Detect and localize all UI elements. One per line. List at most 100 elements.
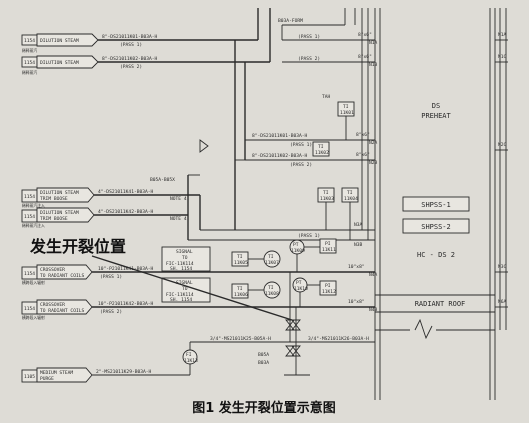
svg-text:11K13: 11K13: [184, 358, 198, 364]
note-4-b: NOTE 4: [170, 216, 187, 222]
svg-text:N6A: N6A: [498, 299, 507, 305]
line-label-10: 10"-P21011K42-B03A-H: [98, 301, 154, 307]
notes: NOTE 4 NOTE 4 TAH: [170, 94, 331, 222]
line-pass-1: (PASS 1): [298, 233, 320, 239]
svg-text:TI: TI: [237, 286, 243, 292]
svg-text:TI: TI: [237, 254, 243, 260]
note-4-a: NOTE 4: [170, 196, 187, 202]
svg-text:N3B: N3B: [354, 242, 363, 248]
svg-text:SIGNAL: SIGNAL: [176, 249, 193, 255]
cjk-note-4: 稀释蒸汽注入: [22, 223, 45, 228]
svg-text:N4B: N4B: [369, 307, 378, 313]
line-label-7: 4"-DS21011K41-B03A-H: [98, 189, 154, 195]
svg-text:11K05: 11K05: [234, 260, 248, 266]
furnace-walls: [374, 8, 496, 400]
svg-text:11K04: 11K04: [344, 196, 358, 202]
svg-text:TI: TI: [268, 254, 274, 260]
svg-text:TI: TI: [343, 104, 349, 110]
svg-text:N3A: N3A: [354, 222, 363, 228]
svg-text:11K09: 11K09: [291, 248, 305, 254]
line-top-tag: B03A-FORM: [278, 18, 303, 24]
svg-text:FIC-11K114: FIC-11K114: [166, 261, 194, 267]
inlet-crossover-2-b: TO RADIANT COILS: [40, 308, 84, 314]
svg-text:N2C: N2C: [498, 142, 507, 148]
svg-text:PT: PT: [296, 280, 302, 286]
inlet-tags: 1154 DILUTION STEAM 稀释蒸汽 1154 DILUTION S…: [21, 33, 99, 383]
svg-text:11K08: 11K08: [265, 291, 279, 297]
instruments: TI 11K01 TI 11K02 TI 11K03 TI 11K04 TI 1…: [182, 101, 359, 365]
svg-text:TI: TI: [323, 190, 329, 196]
line-b03a: B03A: [258, 360, 269, 366]
line-label-1-pass: (PASS 1): [120, 42, 142, 48]
line-label-5-pass: (PASS 1): [290, 142, 312, 148]
process-lines: [92, 8, 508, 376]
svg-text:TO: TO: [182, 255, 188, 261]
inlet-trim-2-b: TRIM BOOSE: [40, 216, 68, 222]
line-label-12: 3/4"-MS21011K26-B03A-H: [308, 336, 369, 342]
inlet-medium-a: MEDIUM STEAM: [40, 370, 73, 376]
inlet-crossover-2-a: CROSSOVER: [40, 302, 65, 308]
zone-preheat-label: PREHEAT: [421, 112, 451, 120]
svg-text:N3C: N3C: [498, 264, 507, 270]
line-label-9: 10"-P21011K41-B03A-H: [98, 266, 154, 272]
svg-text:FIC-11K114: FIC-11K114: [166, 292, 194, 298]
inlet-trim-2-a: DILUTION STEAM: [40, 210, 79, 216]
line-label-13: 2"-MS21011K29-B03A-H: [96, 369, 152, 375]
crack-location-label: 发生开裂位置: [29, 237, 126, 256]
line-b05a-2: B05A: [258, 352, 269, 358]
line-label-1: 8"-DS21011K01-B03A-H: [102, 34, 158, 40]
svg-text:8"x6": 8"x6": [358, 32, 372, 38]
cjk-note-5: 横跨段入辐射: [22, 280, 45, 285]
tah-label: TAH: [322, 94, 331, 100]
cjk-note-2: 稀释蒸汽: [22, 70, 37, 75]
line-label-9-pass: (PASS 1): [100, 274, 122, 280]
shpss2-label: SHPSS-2: [421, 223, 451, 231]
svg-text:FI: FI: [186, 352, 192, 358]
shpss1-box: [402, 196, 470, 212]
svg-text:11K11: 11K11: [322, 247, 336, 253]
line-label-6-pass: (PASS 2): [290, 162, 312, 168]
cjk-note-6: 横跨段入辐射: [22, 315, 45, 320]
line-label-5: 8"-DS21011K01-B03A-H: [252, 133, 308, 139]
inlet-crossover-1-b: TO RADIANT COILS: [40, 273, 84, 279]
line-label-2-pass: (PASS 2): [120, 64, 142, 70]
svg-text:PI: PI: [325, 241, 331, 247]
svg-text:SIGNAL: SIGNAL: [176, 280, 193, 286]
svg-text:8"x6": 8"x6": [356, 132, 370, 138]
svg-text:11K06: 11K06: [234, 292, 248, 298]
inlet-dilution-1: DILUTION STEAM: [40, 38, 79, 44]
radiant-roof-label: RADIANT ROOF: [415, 300, 466, 308]
svg-text:8"x6": 8"x6": [356, 152, 370, 158]
line-labels: 8"-DS21011K01-B03A-H (PASS 1) 8"-DS21011…: [96, 18, 369, 375]
inlet-trim-1-a: DILUTION STEAM: [40, 190, 79, 196]
svg-text:8"x6": 8"x6": [358, 54, 372, 60]
shpss1-label: SHPSS-1: [421, 201, 451, 209]
figure-caption: 图1 发生开裂位置示意图: [192, 400, 336, 416]
svg-text:N1A: N1A: [498, 32, 507, 38]
svg-text:N1B: N1B: [369, 62, 378, 68]
svg-text:TI: TI: [347, 190, 353, 196]
svg-text:SH. 1154: SH. 1154: [170, 297, 192, 303]
reducers-nozzles: 8"x6" 8"x6" 8"x6" 8"x6" 10"x8" 10"x8" N1…: [348, 32, 507, 313]
svg-text:11K12: 11K12: [322, 289, 336, 295]
line-label-11: 3/4"-MS21011K25-B05A-H: [210, 336, 271, 342]
tag-1154-b: 1154: [24, 60, 35, 66]
line-label-2: 8"-DS21011K02-B03A-H: [102, 56, 158, 62]
svg-text:N2B: N2B: [369, 160, 378, 166]
line-label-6: 8"-DS21011K02-B03A-H: [252, 153, 308, 159]
svg-text:TO: TO: [182, 286, 188, 292]
tag-1105: 1105: [24, 374, 35, 380]
svg-text:10"x8": 10"x8": [348, 299, 365, 305]
svg-text:SH. 1154: SH. 1154: [170, 266, 192, 272]
tag-1154-f: 1154: [24, 306, 35, 312]
svg-text:11K02: 11K02: [315, 150, 329, 156]
svg-text:11K01: 11K01: [340, 110, 354, 116]
signal-boxes: SIGNAL TO FIC-11K114 SH. 1154 SIGNAL TO …: [161, 246, 211, 303]
hc-ds2-label: HC - DS 2: [417, 251, 455, 259]
svg-text:PT: PT: [293, 242, 299, 248]
svg-text:PI: PI: [325, 283, 331, 289]
tag-1154-c: 1154: [24, 194, 35, 200]
svg-text:TI: TI: [268, 285, 274, 291]
svg-text:N4A: N4A: [369, 272, 378, 278]
